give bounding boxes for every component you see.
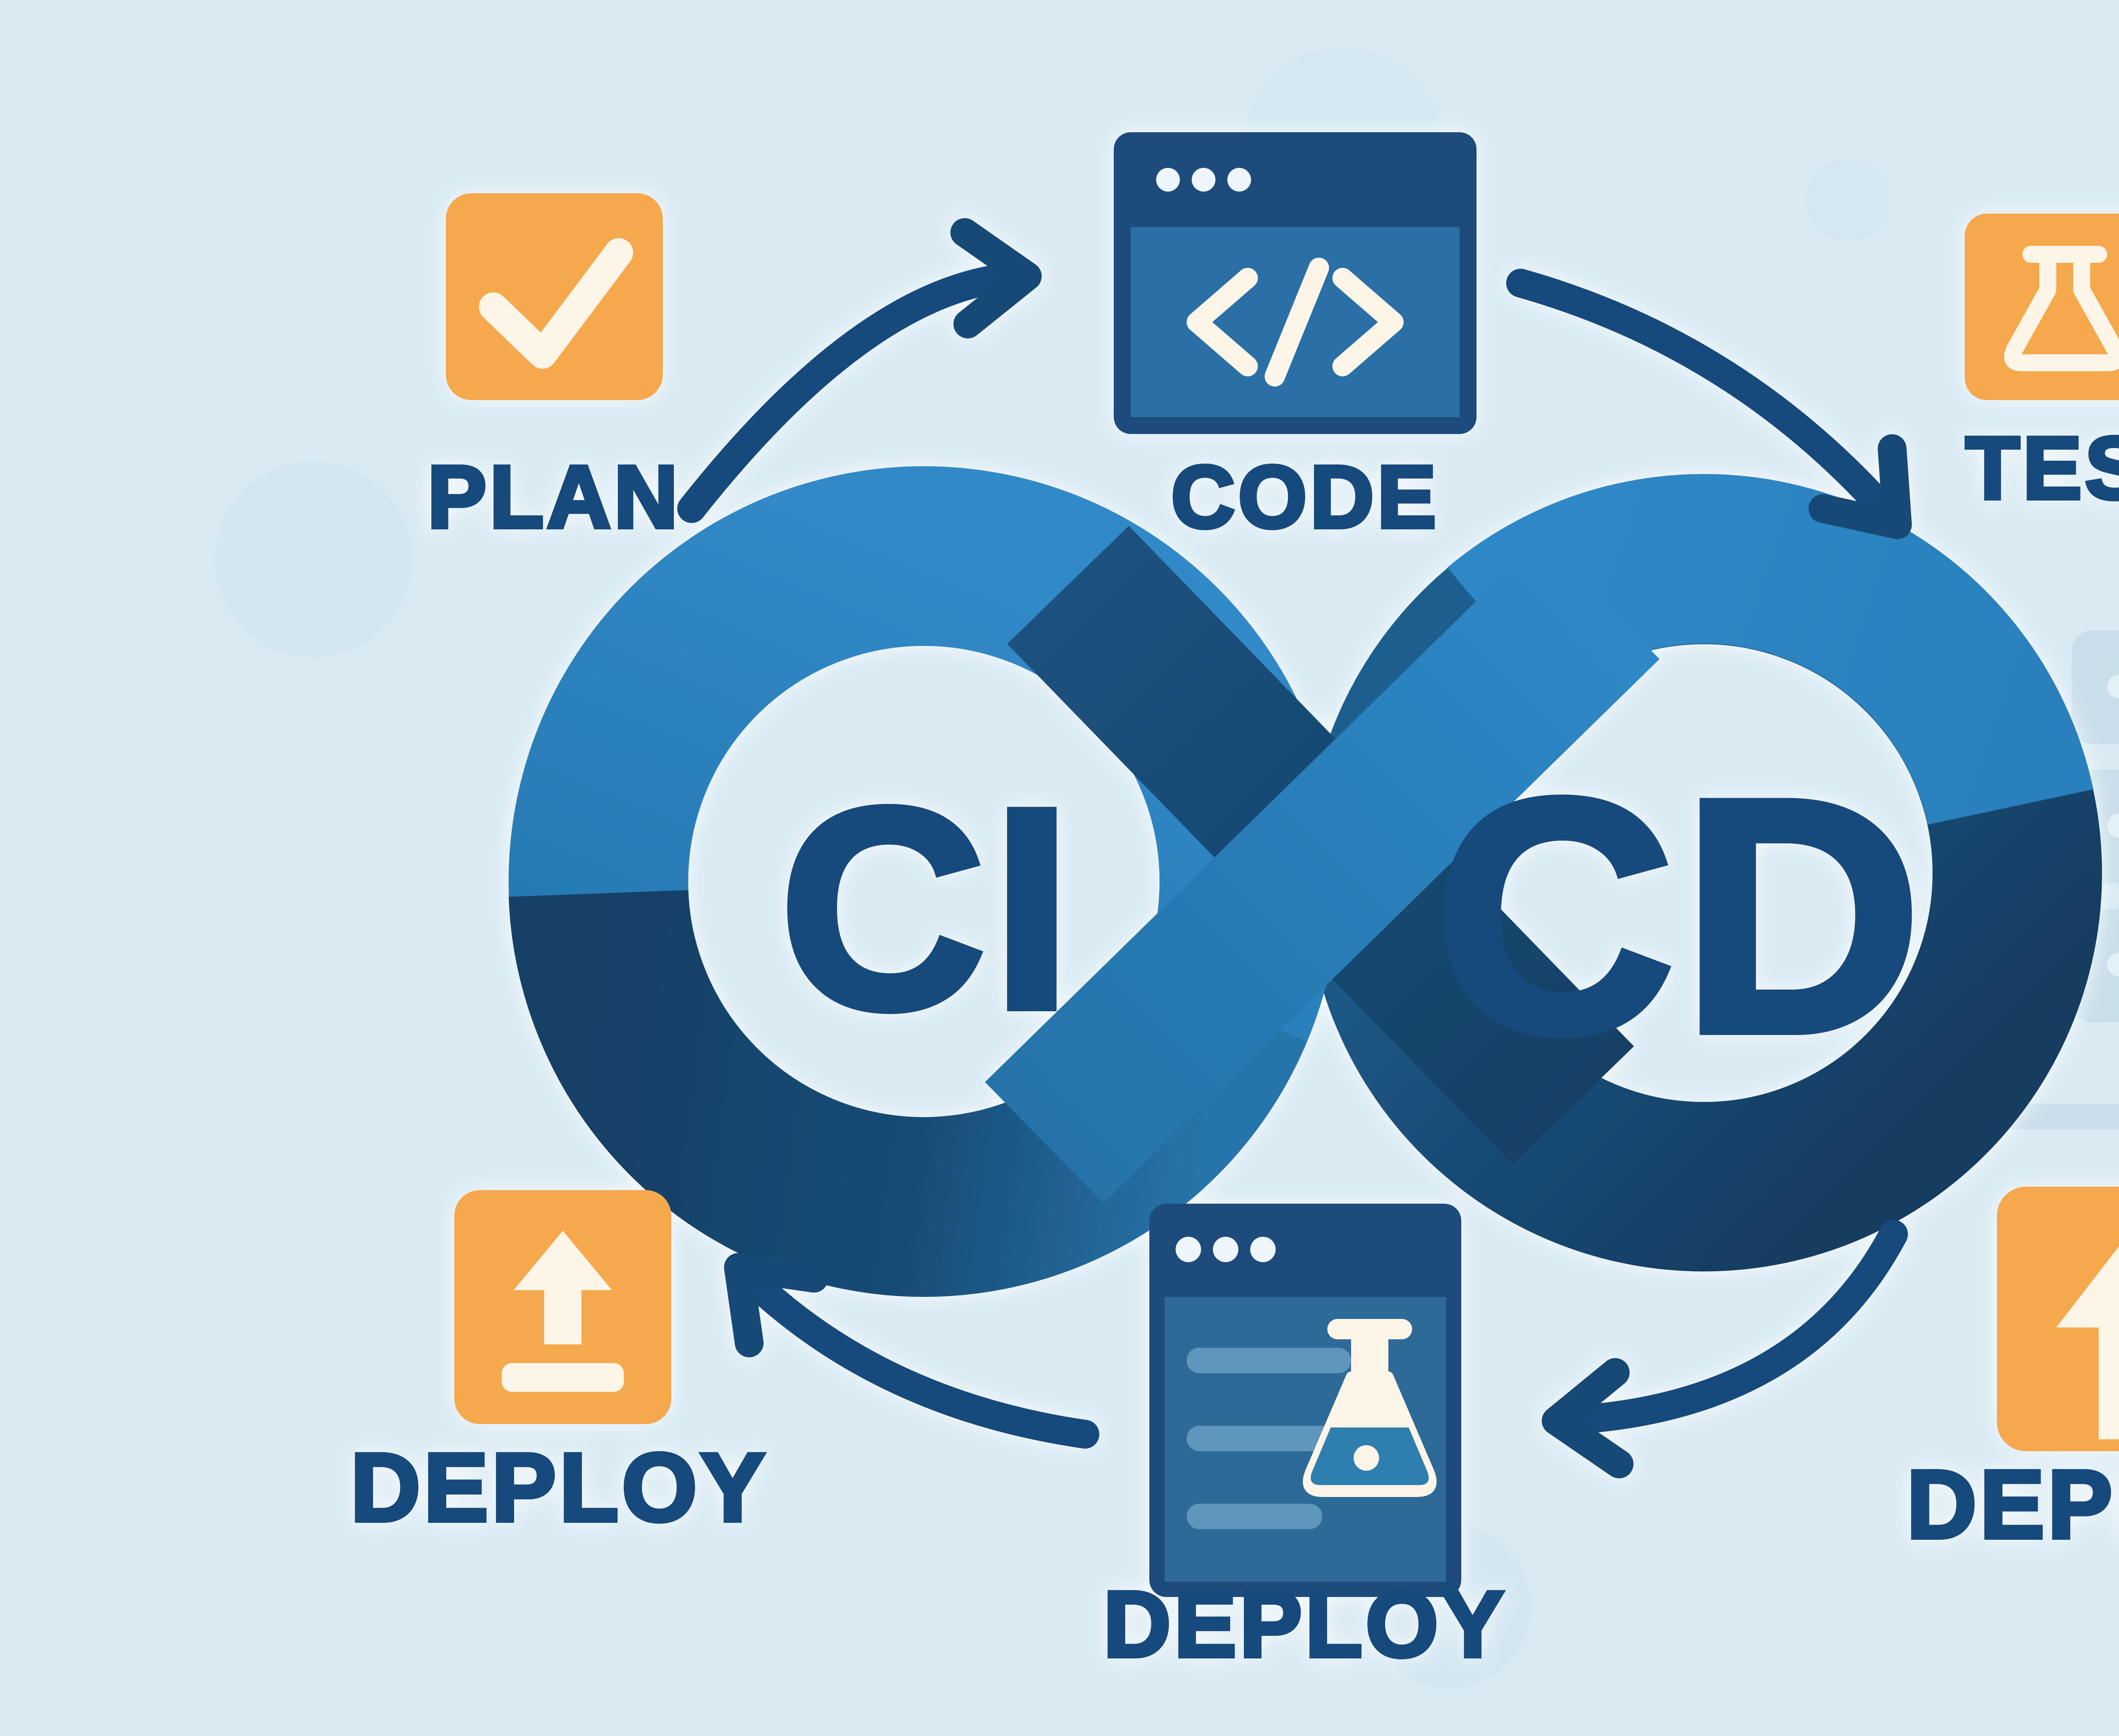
stage-deploy-center: DEPLOY <box>1101 1204 1507 1678</box>
text-line <box>1187 1504 1322 1529</box>
deploy-left-label: DEPLOY <box>350 1434 768 1541</box>
window-dot <box>1156 168 1180 192</box>
window-dot <box>1213 1237 1238 1262</box>
window-dot <box>1176 1237 1201 1262</box>
code-chevron-left <box>1187 268 1258 376</box>
ci-label: CI <box>780 750 1078 1068</box>
arrow-up-icon <box>1997 1187 2119 1451</box>
test-label: TEST <box>1966 419 2119 517</box>
code-label: CODE <box>1171 448 1440 546</box>
text-line <box>1187 1348 1351 1373</box>
code-chevron-right <box>1332 268 1404 376</box>
flow-arrows <box>677 218 1912 1479</box>
flask-icon <box>1965 214 2119 400</box>
code-slash <box>1265 258 1329 387</box>
deploy-center-label: DEPLOY <box>1104 1572 1507 1676</box>
arrow-deploy-right-to-center <box>1542 1220 1908 1479</box>
cd-loop-top-arc <box>1447 474 2094 826</box>
stage-plan: PLAN <box>425 193 681 548</box>
plan-label: PLAN <box>428 448 681 546</box>
upload-icon <box>454 1190 671 1424</box>
flask-glyph <box>1303 1319 1437 1497</box>
window-dot <box>1227 168 1251 192</box>
checkmark-icon <box>446 193 663 400</box>
infinity-loop <box>509 466 2102 1297</box>
arrow-deploy-center-to-left <box>724 1253 1099 1449</box>
background-blob <box>1807 159 1888 241</box>
arrow-plan-to-code <box>677 218 1042 523</box>
deploy-right-label: DEPLOY <box>1907 1451 2119 1558</box>
browser-flask-icon <box>1149 1204 1461 1597</box>
stage-deploy-right: DEPLOY <box>1905 1187 2119 1561</box>
background-blob <box>215 461 412 658</box>
stage-code: CODE <box>1114 132 1477 548</box>
stage-test: TEST <box>1963 214 2119 520</box>
window-dot <box>1250 1237 1276 1262</box>
ascending-cross-band <box>985 538 1660 1203</box>
text-line <box>1187 1426 1351 1451</box>
server-unit <box>2072 631 2119 744</box>
arrow-code-to-test <box>1506 269 1912 540</box>
cd-label: CD <box>1435 730 1928 1102</box>
stage-deploy-left: DEPLOY <box>348 1190 768 1544</box>
window-dot <box>1192 168 1215 192</box>
code-window-icon <box>1114 132 1477 434</box>
